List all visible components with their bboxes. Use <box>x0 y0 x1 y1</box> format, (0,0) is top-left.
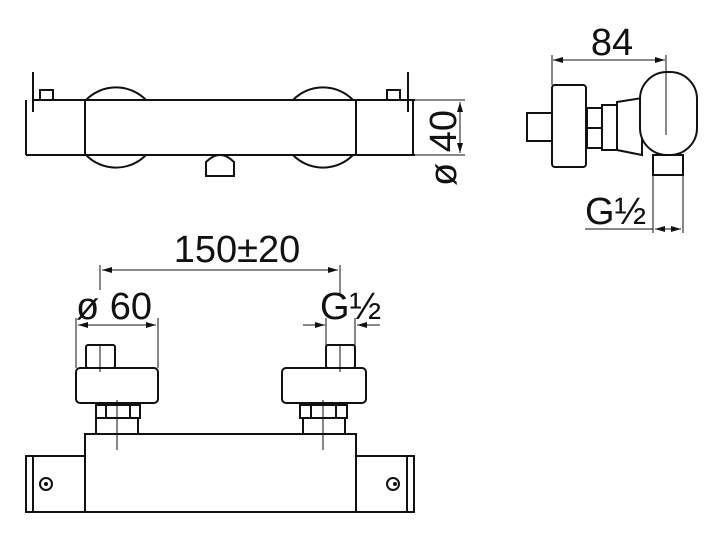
right-connection <box>281 344 367 450</box>
upper-right-flange-arc <box>292 86 354 101</box>
thread-label: G½ <box>585 191 646 233</box>
sleeve <box>601 104 618 151</box>
flange-label: ø 60 <box>76 286 152 328</box>
front-view: 150±20 ø 60 G½ <box>25 229 415 513</box>
left-connection <box>75 344 159 450</box>
hex-nut <box>586 107 603 149</box>
lower-right-flange-arc <box>292 154 354 169</box>
depth-label: 84 <box>591 22 633 64</box>
side-view: 84 G½ <box>526 22 698 233</box>
front-valve-body <box>84 433 357 513</box>
right-screw-icon <box>386 477 400 491</box>
top-view: ø 40 <box>25 72 465 186</box>
valve-body <box>84 99 357 156</box>
stem <box>526 112 553 142</box>
upper-left-flange-arc <box>85 86 147 101</box>
left-bar-end <box>25 455 87 513</box>
outlet-nozzle <box>205 154 235 177</box>
flange-disk <box>551 84 587 168</box>
right-cap <box>386 89 401 101</box>
spacing-label: 150±20 <box>174 229 301 271</box>
cone <box>616 96 643 157</box>
outlet-fitting <box>652 154 684 176</box>
right-bar-end <box>354 455 415 513</box>
left-screw-icon <box>39 477 53 491</box>
front-thread-label: G½ <box>320 286 381 328</box>
diameter-label: ø 40 <box>423 110 465 186</box>
lower-left-flange-arc <box>85 154 147 169</box>
valve-body-end <box>639 71 698 156</box>
left-cap <box>39 89 54 101</box>
